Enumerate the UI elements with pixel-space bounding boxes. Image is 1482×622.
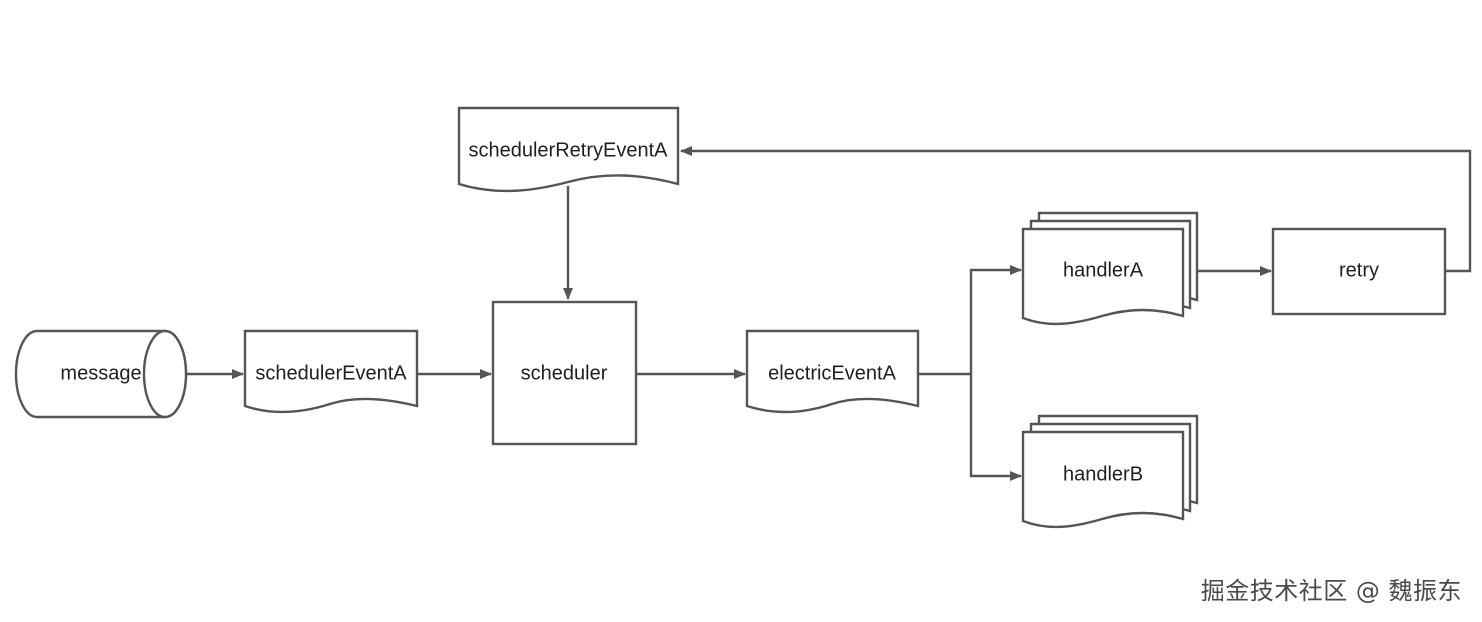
retry-box: [1271, 227, 1447, 316]
handlerB-document-front: [1021, 430, 1185, 529]
handlerB-label: handlerB: [1063, 463, 1143, 485]
schedulerRetryEventA-document-shape: [457, 106, 680, 193]
node-message: message: [14, 329, 188, 419]
edge-retry-to-schedulerRetryEventA: [680, 146, 1472, 273]
node-schedulerRetryEventA: schedulerRetryEventA: [457, 106, 680, 193]
message-label: message: [60, 362, 141, 384]
retry-label: retry: [1339, 259, 1379, 281]
node-electricEventA: electricEventA: [745, 329, 920, 414]
handlerA-document-front: [1021, 227, 1185, 326]
edge-branch-to-handlerB: [969, 374, 1022, 481]
node-schedulerEventA: schedulerEventA: [243, 329, 419, 414]
message-cylinder-cap: [142, 329, 188, 419]
schedulerRetryEventA-label: schedulerRetryEventA: [469, 139, 669, 161]
electricEventA-document-shape: [745, 329, 920, 414]
node-retry: retry: [1271, 227, 1447, 316]
edge-branch-to-handlerA: [969, 265, 1022, 374]
watermark: 掘金技术社区 @ 魏振东: [1200, 577, 1462, 605]
schedulerEventA-document-shape: [243, 329, 419, 414]
node-handlerB: handlerB: [1021, 414, 1199, 529]
scheduler-label: scheduler: [521, 362, 608, 384]
scheduler-box: [491, 300, 638, 446]
node-handlerA: handlerA: [1021, 211, 1199, 326]
handlerA-label: handlerA: [1063, 259, 1144, 281]
electricEventA-label: electricEventA: [768, 362, 896, 384]
schedulerEventA-label: schedulerEventA: [255, 362, 407, 384]
node-scheduler: scheduler: [491, 300, 638, 446]
